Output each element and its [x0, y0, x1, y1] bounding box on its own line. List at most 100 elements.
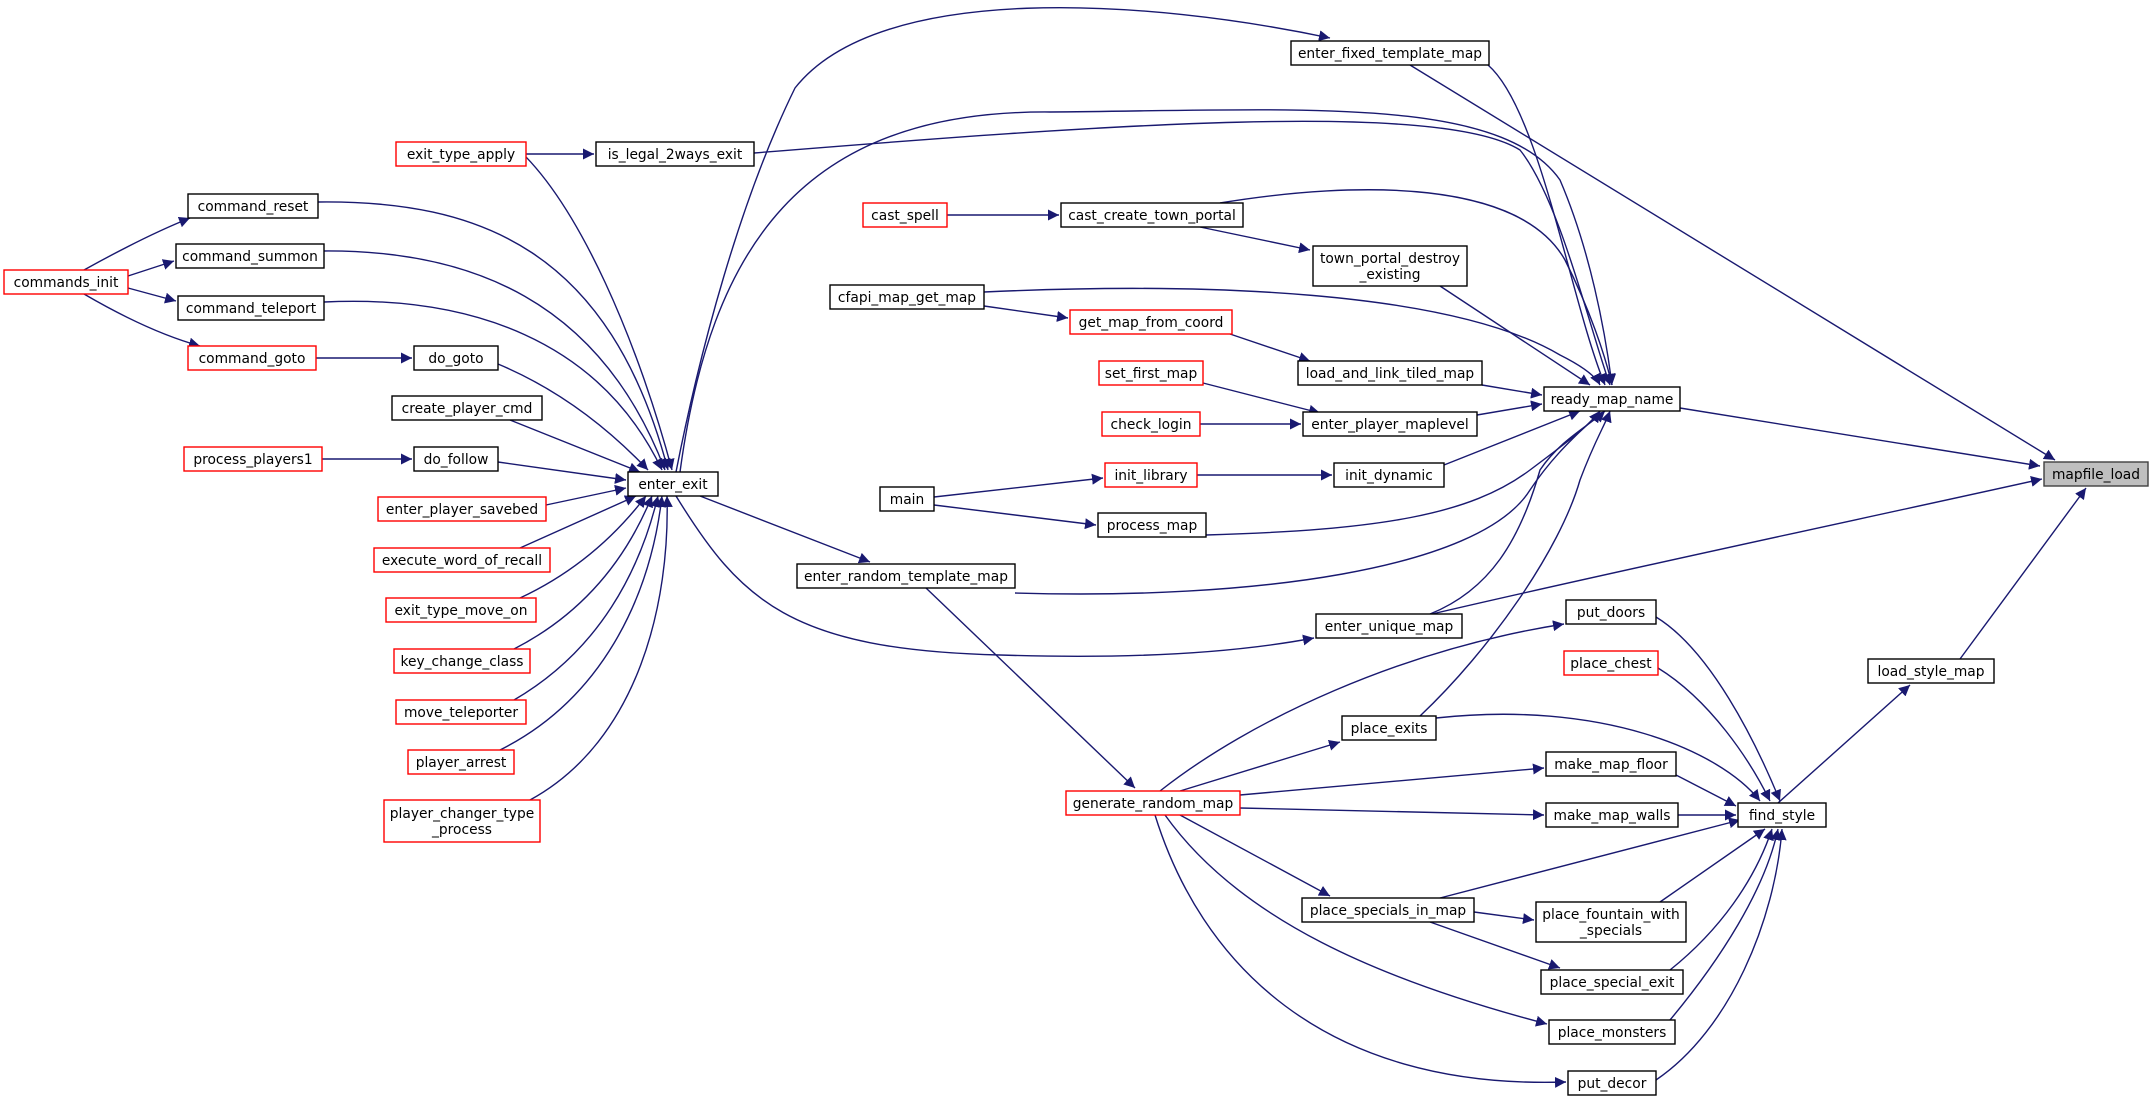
node-box	[1065, 790, 1241, 816]
node-label: check_login	[1111, 417, 1192, 433]
edge-set_first_map-to-enter_player_maplevel	[1202, 382, 1321, 416]
node-command_goto[interactable]: command_goto	[187, 345, 317, 371]
edge-enter_fixed_template_map-to-ready_map_name	[1487, 64, 1606, 386]
edge-commands_init-to-command_goto	[83, 293, 201, 349]
edge-execute_word_of_recall-to-enter_exit	[519, 495, 637, 549]
node-box	[1545, 751, 1677, 777]
edge-key_change_class-to-enter_exit	[513, 495, 653, 650]
node-commands_init[interactable]: commands_init	[3, 269, 129, 295]
node-init_dynamic[interactable]: init_dynamic	[1333, 462, 1445, 488]
node-label: player_arrest	[416, 755, 507, 771]
node-exit_type_apply[interactable]: exit_type_apply	[395, 141, 527, 167]
node-label: move_teleporter	[404, 705, 518, 721]
node-generate_random_map[interactable]: generate_random_map	[1065, 790, 1241, 816]
node-enter_player_maplevel[interactable]: enter_player_maplevel	[1302, 411, 1478, 437]
edge-place_specials_in_map-to-place_special_exit	[1429, 921, 1561, 970]
node-place_special_exit[interactable]: place_special_exit	[1540, 969, 1684, 995]
node-box	[1567, 1070, 1657, 1096]
edge-place_exits-to-ready_map_name	[1419, 410, 1612, 717]
edge-cast_create_town_portal-to-town_portal_destroy_existing	[1199, 226, 1311, 254]
node-box	[187, 345, 317, 371]
node-cast_create_town_portal[interactable]: cast_create_town_portal	[1060, 202, 1244, 228]
node-label: execute_word_of_recall	[382, 553, 542, 569]
node-box	[1540, 969, 1684, 995]
node-place_chest[interactable]: place_chest	[1563, 650, 1659, 676]
node-label: enter_player_savebed	[386, 502, 538, 518]
node-enter_exit[interactable]: enter_exit	[627, 471, 719, 497]
node-box	[1302, 411, 1478, 437]
node-set_first_map[interactable]: set_first_map	[1098, 360, 1204, 386]
node-make_map_walls[interactable]: make_map_walls	[1545, 802, 1679, 828]
node-label: place_special_exit	[1550, 975, 1675, 991]
node-execute_word_of_recall[interactable]: execute_word_of_recall	[373, 547, 551, 573]
node-label: main	[890, 492, 924, 508]
node-command_reset[interactable]: command_reset	[187, 193, 319, 219]
node-is_legal_2ways_exit[interactable]: is_legal_2ways_exit	[595, 141, 755, 167]
node-label: cast_spell	[871, 208, 939, 224]
node-key_change_class[interactable]: key_change_class	[393, 648, 531, 674]
edges	[83, 6, 2087, 1088]
node-move_teleporter[interactable]: move_teleporter	[395, 699, 527, 725]
edge-enter_exit-to-enter_unique_map	[675, 495, 1315, 658]
node-command_summon[interactable]: command_summon	[175, 243, 325, 269]
edge-exit_type_apply-to-enter_exit	[509, 141, 675, 471]
node-enter_player_savebed[interactable]: enter_player_savebed	[377, 496, 547, 522]
edge-main-to-process_map	[933, 504, 1097, 530]
node-town_portal_destroy_existing[interactable]: town_portal_destroy_existing	[1312, 245, 1468, 287]
node-label: make_map_floor	[1554, 757, 1668, 773]
node-label: town_portal_destroy	[1320, 251, 1460, 267]
node-label: put_decor	[1578, 1076, 1647, 1092]
edge-commands_init-to-command_teleport	[127, 287, 177, 304]
node-label: place_exits	[1351, 721, 1428, 737]
node-box	[1333, 462, 1445, 488]
node-box	[1097, 512, 1207, 538]
nodes: mapfile_load ready_map_name enter_fixed_te…	[3, 40, 2149, 1096]
node-put_decor[interactable]: put_decor	[1567, 1070, 1657, 1096]
edge-is_legal_2ways_exit-to-ready_map_name	[753, 120, 1612, 386]
node-player_changer_type_process[interactable]: player_changer_type_process	[383, 799, 541, 843]
node-command_teleport[interactable]: command_teleport	[177, 295, 325, 321]
node-main[interactable]: main	[879, 486, 935, 512]
edge-command_reset-to-enter_exit	[317, 201, 671, 471]
node-check_login[interactable]: check_login	[1101, 411, 1201, 437]
edge-enter_player_savebed-to-enter_exit	[545, 484, 627, 506]
node-load_and_link_tiled_map[interactable]: load_and_link_tiled_map	[1297, 360, 1483, 386]
node-process_players1[interactable]: process_players1	[183, 446, 323, 472]
node-find_style[interactable]: find_style	[1737, 802, 1827, 828]
node-label: key_change_class	[401, 654, 524, 670]
edge-generate_random_map-to-place_specials_in_map	[1179, 814, 1331, 897]
node-create_player_cmd[interactable]: create_player_cmd	[391, 395, 543, 421]
node-player_arrest[interactable]: player_arrest	[407, 749, 515, 775]
node-enter_fixed_template_map[interactable]: enter_fixed_template_map	[1290, 40, 1490, 66]
edge-enter_exit-to-enter_fixed_template_map	[675, 6, 1331, 473]
edge-enter_unique_map-to-mapfile_load	[1431, 476, 2043, 615]
edge-place_specials_in_map-to-place_fountain_with_specials	[1473, 911, 1535, 924]
node-place_monsters[interactable]: place_monsters	[1548, 1019, 1676, 1045]
node-ready_map_name[interactable]: ready_map_name	[1543, 386, 1681, 412]
node-get_map_from_coord[interactable]: get_map_from_coord	[1069, 309, 1233, 335]
node-place_specials_in_map[interactable]: place_specials_in_map	[1301, 897, 1475, 923]
node-mapfile_load[interactable]: mapfile_load	[2043, 461, 2149, 487]
node-do_goto[interactable]: do_goto	[413, 345, 499, 371]
node-put_doors[interactable]: put_doors	[1565, 599, 1657, 625]
node-label: _process	[431, 822, 492, 838]
node-do_follow[interactable]: do_follow	[413, 446, 499, 472]
node-exit_type_move_on[interactable]: exit_type_move_on	[385, 597, 537, 623]
node-place_fountain_with_specials[interactable]: place_fountain_with_specials	[1535, 901, 1687, 943]
node-load_style_map[interactable]: load_style_map	[1867, 658, 1995, 684]
node-label: enter_fixed_template_map	[1298, 46, 1482, 62]
edge-move_teleporter-to-enter_exit	[513, 495, 661, 701]
node-box	[413, 446, 499, 472]
node-cfapi_map_get_map[interactable]: cfapi_map_get_map	[829, 284, 985, 310]
node-place_exits[interactable]: place_exits	[1341, 715, 1437, 741]
node-enter_unique_map[interactable]: enter_unique_map	[1315, 613, 1463, 639]
edge-enter_unique_map-to-ready_map_name	[1429, 410, 1606, 615]
node-box	[879, 486, 935, 512]
node-make_map_floor[interactable]: make_map_floor	[1545, 751, 1677, 777]
edge-main-to-init_library	[933, 473, 1104, 498]
node-init_library[interactable]: init_library	[1104, 462, 1198, 488]
node-enter_random_template_map[interactable]: enter_random_template_map	[796, 563, 1016, 589]
node-label: exit_type_move_on	[395, 603, 528, 619]
node-cast_spell[interactable]: cast_spell	[862, 202, 948, 228]
node-process_map[interactable]: process_map	[1097, 512, 1207, 538]
